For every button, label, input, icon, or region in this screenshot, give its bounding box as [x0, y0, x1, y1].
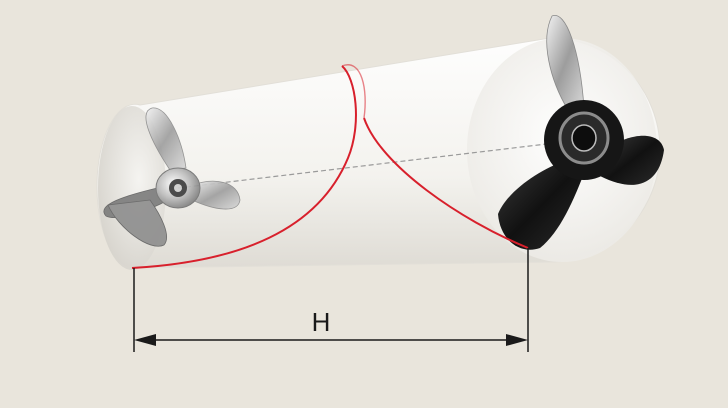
pitch-label: H	[312, 307, 331, 337]
propeller-start	[103, 107, 241, 247]
helix-front	[131, 65, 529, 269]
propeller-end	[498, 15, 664, 250]
helix-back	[341, 64, 366, 119]
cylinder	[96, 37, 661, 270]
blade-bottom	[498, 160, 586, 250]
arrow-left	[134, 334, 156, 346]
arrow-right	[506, 334, 528, 346]
blade-top	[546, 15, 585, 111]
pitch-dimension: H	[133, 248, 529, 352]
propeller-axis	[177, 139, 581, 189]
blade-right	[189, 180, 241, 210]
blade-top	[145, 107, 187, 171]
